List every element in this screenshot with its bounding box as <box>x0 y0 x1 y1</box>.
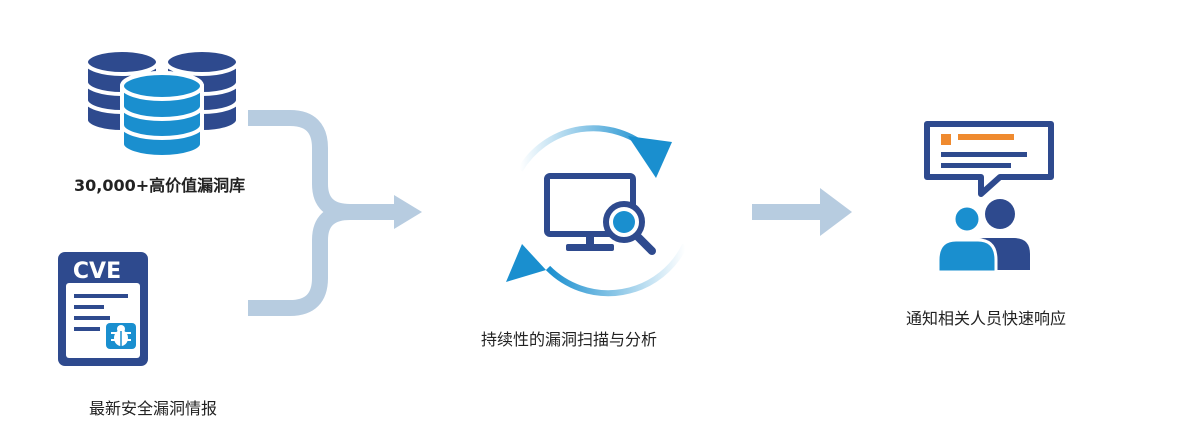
database-label: 30,000+高价值漏洞库 <box>74 176 246 195</box>
bug-icon <box>106 323 136 349</box>
merge-connector <box>248 110 396 316</box>
cve-document-icon <box>58 252 148 366</box>
merge-arrow-head <box>394 195 422 229</box>
refresh-cycle-icon <box>506 125 688 297</box>
notify-arrow <box>752 188 852 236</box>
scan-label: 持续性的漏洞扫描与分析 <box>481 330 658 349</box>
cycle-arrow-bottom <box>506 244 546 282</box>
people-message-icon <box>924 121 1054 274</box>
cve-badge-text: CVE <box>73 259 121 284</box>
cycle-arrow-top <box>628 136 672 178</box>
database-icon <box>84 48 240 159</box>
cve-label: 最新安全漏洞情报 <box>89 399 218 418</box>
notify-label: 通知相关人员快速响应 <box>906 309 1067 328</box>
monitor-search-icon <box>544 173 656 255</box>
